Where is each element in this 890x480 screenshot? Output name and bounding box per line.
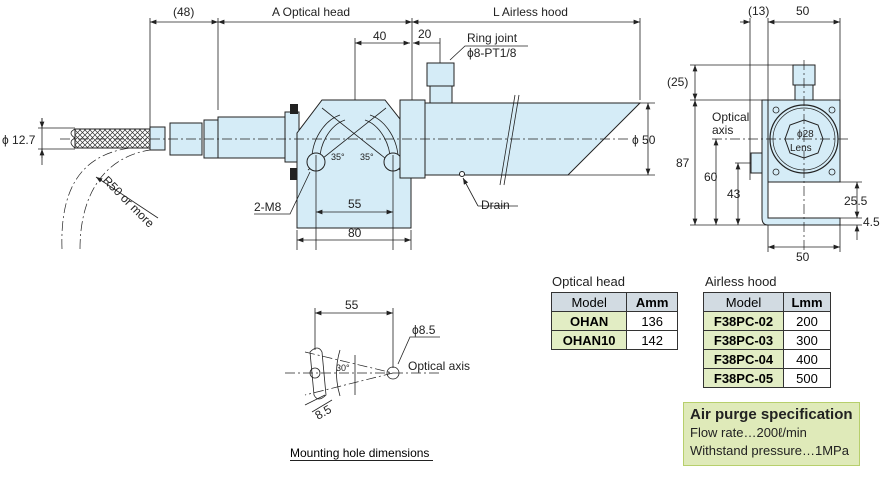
lens-label: Lens [790, 143, 812, 154]
bolt-label: 2-M8 [254, 200, 282, 214]
dim-43-label: 43 [727, 187, 741, 201]
mounting-caption: Mounting hole dimensions [290, 446, 434, 461]
ring-joint-label: Ring joint [467, 31, 518, 45]
col-header: Lmm [783, 292, 831, 312]
cell: F38PC-05 [702, 368, 785, 388]
dim-25-5-label: 25.5 [844, 194, 868, 208]
optical-head-table-title: Optical head [552, 274, 625, 289]
airless-hood-table-title: Airless hood [705, 274, 777, 289]
cell: F38PC-03 [702, 330, 785, 350]
dim-20-label: 20 [418, 27, 432, 41]
dim-13-label: (13) [748, 4, 769, 18]
cell: 300 [783, 330, 831, 350]
withstand-pressure: Withstand pressure…1MPa [690, 443, 849, 458]
optical-head: 35° 35° 55 80 2-M8 [217, 99, 412, 250]
dim-4-5-label: 4.5 [863, 215, 880, 229]
bend-radius-label: R50 or more [100, 173, 157, 230]
cell: F38PC-04 [702, 349, 785, 369]
cable-hose: ϕ 12.7 R50 or more [2, 118, 219, 250]
dim-optical-head-label: A Optical head [272, 5, 350, 19]
hood-diameter-label: ϕ 50 [632, 133, 656, 147]
hose-diameter-label: ϕ 12.7 [2, 133, 36, 147]
dim-50-bottom-label: 50 [796, 250, 810, 264]
dim-cable-label: (48) [173, 5, 194, 19]
dim-airless-hood-label: L Airless hood [493, 5, 568, 19]
cell: OHAN [550, 311, 628, 331]
flow-rate: Flow rate…200ℓ/min [690, 425, 807, 440]
lens-diameter-label: ϕ28 [797, 129, 814, 140]
mount-slot-width-label: 8.5 [313, 402, 335, 423]
mount-optical-axis-label: Optical axis [408, 359, 470, 373]
optical-axis-label: Optical [712, 110, 749, 124]
drain-label: Drain [481, 198, 510, 212]
cell: 136 [626, 311, 678, 331]
mount-hole-dia-label: ϕ8.5 [412, 323, 436, 337]
side-view: (13) 50 ϕ28 Lens Optical axis (25) 87 60… [667, 4, 880, 264]
airless-hood: Drain ϕ 50 [60, 62, 656, 212]
dim-80-label: 80 [348, 226, 362, 240]
mounting-hole-detail: 55 30° ϕ8.5 Optical axis 8.5 [285, 298, 470, 423]
air-purge-title: Air purge specification [690, 406, 853, 423]
cell: F38PC-02 [702, 311, 785, 331]
cell: 200 [783, 311, 831, 331]
cell: OHAN10 [550, 330, 628, 350]
dim-55-label: 55 [348, 197, 362, 211]
dim-25-label: (25) [667, 75, 688, 89]
ring-joint-spec-label: ϕ8-PT1/8 [467, 46, 517, 60]
air-purge-spec-box: Air purge specification Flow rate…200ℓ/m… [683, 402, 860, 466]
mount-dim-55-label: 55 [345, 298, 359, 312]
cell: 400 [783, 349, 831, 369]
optical-axis-label-2: axis [712, 123, 733, 137]
col-header: Amm [626, 292, 678, 312]
dim-60-label: 60 [704, 170, 718, 184]
dim-40-label: 40 [373, 29, 387, 43]
angle-right-label: 35° [360, 152, 374, 162]
angle-left-label: 35° [331, 152, 345, 162]
col-header: Model [702, 292, 785, 312]
col-header: Model [550, 292, 628, 312]
dim-87-label: 87 [676, 156, 690, 170]
dim-50-top-label: 50 [796, 4, 810, 18]
cell: 142 [626, 330, 678, 350]
mount-angle-label: 30° [336, 363, 350, 373]
cell: 500 [783, 368, 831, 388]
